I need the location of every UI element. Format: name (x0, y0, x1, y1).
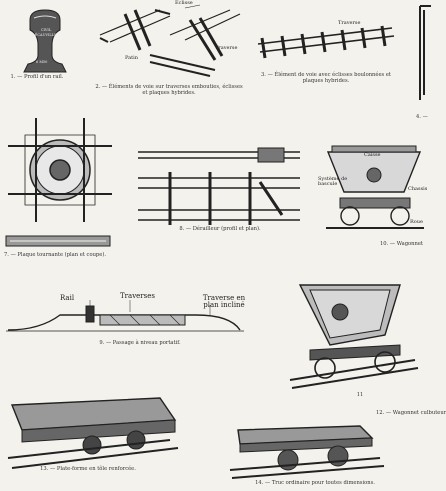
caption-fig9: 9. — Passage à niveau portatif. (99, 340, 181, 346)
ordinary-truck-figure (229, 425, 385, 479)
label-patin: Patin (125, 55, 138, 61)
label-traverse-fig2: Traverse (215, 45, 238, 51)
label-chassis: Chassis (408, 186, 428, 192)
label-traverse-fig3: Traverse (338, 20, 361, 26)
turntable-figure (5, 118, 112, 247)
wagon-figure (326, 145, 424, 229)
tipping-wagon-figure (289, 284, 419, 389)
track-elements-figure (99, 4, 241, 77)
caption-fig14: 14. — Truc ordinaire pour toutes dimensi… (255, 480, 375, 486)
rail-stamp-line-1: CIVIL (40, 28, 52, 32)
caption-fig3: 3. — Élément de voie avec éclisses boulo… (261, 72, 391, 84)
label-traverses: Traverses (120, 292, 155, 300)
caption-fig2: 2. — Éléments de voie sur traverses embo… (95, 84, 243, 96)
caption-fig8: 8. — Dérailleur (profil et plan). (179, 226, 261, 232)
rail-stamp-line-2: DÉCAUVILLE (32, 33, 57, 37)
fig4-fragment (419, 5, 431, 100)
label-traverse-inclinee: Traverse en plan incliné (202, 294, 246, 309)
illustration-canvas (5, 4, 431, 479)
caption-fig4: 4. — (416, 114, 428, 120)
rail-profile-figure (23, 9, 67, 73)
level-crossing-figure (6, 300, 244, 332)
derailer-figure (138, 147, 300, 225)
encyclopedia-plate: CIVIL DÉCAUVILLE 6 M50 1. — Profil d'un … (4, 0, 446, 486)
label-caisse: Caisse (364, 152, 381, 158)
caption-fig10: 10. — Wagonnet (380, 241, 423, 247)
track-with-ties-figure (257, 25, 395, 59)
caption-fig12: 12. — Wagonnet culbuteur (376, 410, 446, 416)
caption-fig13: 13. — Plate-forme en tôle renforcée. (40, 466, 136, 472)
label-rail: Rail (60, 294, 75, 302)
label-eclisse: Eclisse (175, 0, 193, 6)
caption-fig1: 1. — Profil d'un rail. (10, 74, 64, 80)
flat-platform-figure (7, 397, 179, 469)
label-systeme-bascule: Système de bascule (318, 176, 348, 187)
caption-fig7: 7. — Plaque tournante (plan et coupe). (4, 252, 106, 258)
label-roue: Roue (410, 219, 423, 225)
caption-fig11: 11 (356, 392, 364, 398)
rail-stamp-line-3: 6 M50 (36, 60, 48, 64)
